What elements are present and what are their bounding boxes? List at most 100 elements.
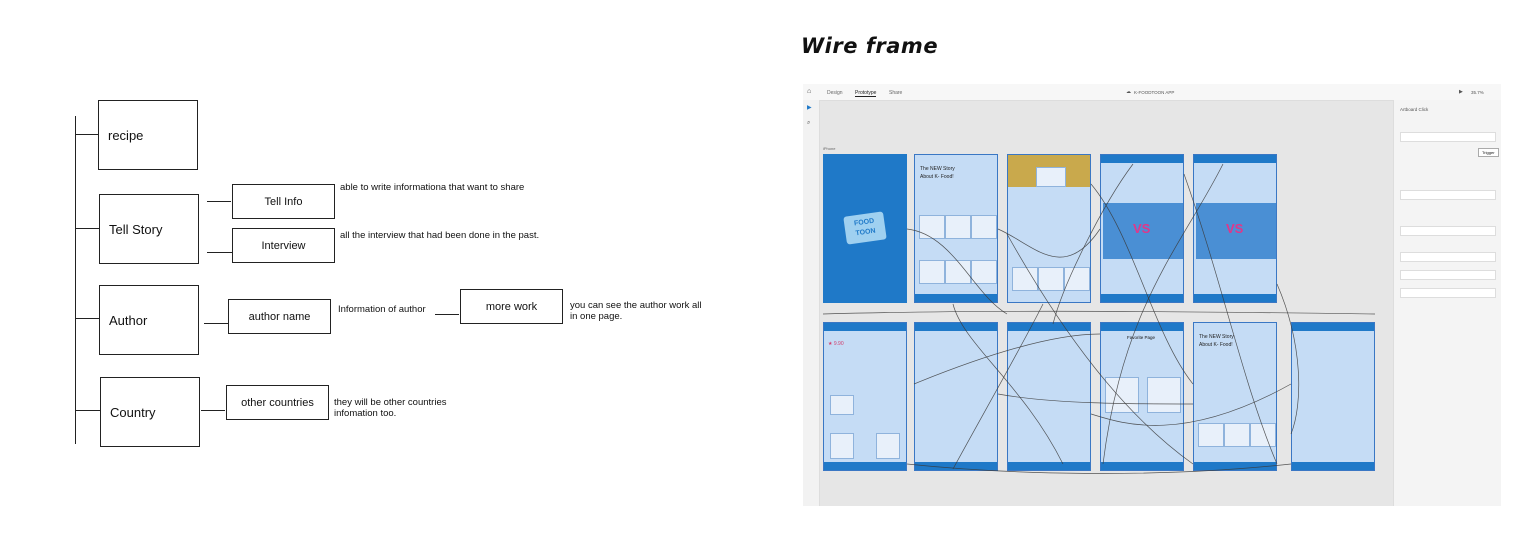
tab-design[interactable]: Design	[827, 90, 843, 96]
connector-country	[76, 410, 100, 411]
thumbnail[interactable]	[876, 433, 900, 459]
more-work-note-line-1: you can see the author work all	[570, 300, 702, 311]
artboard-footer	[1101, 462, 1183, 470]
artboard-footer	[915, 462, 997, 470]
duration-select[interactable]	[1400, 288, 1496, 298]
tab-share[interactable]: Share	[889, 90, 903, 96]
story-title: The NEW Story About K- Food!	[1199, 333, 1234, 349]
prototype-wires	[822, 163, 1376, 474]
thumbnail[interactable]	[830, 433, 854, 459]
cloud-icon: ☁	[1126, 89, 1131, 95]
artboard-label: iPhone	[823, 146, 836, 151]
connector-author	[76, 318, 99, 319]
node-tell-story-label: Tell Story	[109, 221, 163, 237]
destination-select[interactable]	[1400, 226, 1496, 236]
tab-prototype[interactable]: Prototype	[855, 90, 877, 97]
node-tell-info: Tell Info	[232, 184, 335, 219]
node-country: Country	[100, 377, 200, 447]
thumbnail[interactable]	[945, 215, 971, 239]
node-tell-story: Tell Story	[99, 194, 199, 264]
node-more-work-label: more work	[485, 300, 538, 313]
connector-tell-info	[207, 201, 231, 202]
thumbnail	[1036, 167, 1066, 187]
artboard-header	[915, 323, 997, 331]
rating-text: ★ 9.90	[828, 341, 844, 347]
vs-illustration	[1103, 203, 1183, 259]
artboard-header	[1008, 323, 1090, 331]
story-title-line-1: The NEW Story	[920, 166, 955, 172]
wire	[1090, 383, 1292, 426]
thumbnail[interactable]	[919, 260, 945, 284]
artboard-home[interactable]: The NEW Story About K- Food!	[914, 154, 998, 303]
connector-recipe	[76, 134, 98, 135]
panel-title: Artboard Click	[1400, 107, 1429, 112]
trigger-select[interactable]	[1400, 132, 1496, 142]
node-other-countries: other countries	[226, 385, 329, 420]
vs-text: VS	[1226, 221, 1244, 236]
thumbnail[interactable]	[1147, 377, 1181, 413]
more-work-note: you can see the author work all in one p…	[570, 300, 702, 322]
other-countries-note-line-1: they will be other countries	[334, 397, 447, 408]
animation-select[interactable]	[1400, 252, 1496, 262]
thumbnail[interactable]	[830, 395, 854, 415]
connector-more-work	[435, 314, 459, 315]
easing-select[interactable]	[1400, 270, 1496, 280]
node-recipe: recipe	[98, 100, 198, 170]
favorite-page-title: Favorite Page	[1127, 335, 1156, 340]
artboard-vs-2[interactable]: VS	[1193, 154, 1277, 303]
wire	[913, 333, 1101, 385]
thumbnail[interactable]	[945, 260, 971, 284]
artboard-home-2[interactable]: The NEW Story About K- Food!	[1193, 322, 1277, 471]
thumbnail[interactable]	[919, 215, 945, 239]
thumbnail[interactable]	[1105, 377, 1139, 413]
artboard-splash[interactable]: FOOD TOON	[823, 154, 907, 303]
thumbnail[interactable]	[971, 260, 997, 284]
artboard-list-1[interactable]	[914, 322, 998, 471]
artboard-header	[1194, 155, 1276, 163]
artboard-header	[1101, 155, 1183, 163]
artboard-footer	[1194, 462, 1276, 470]
artboard-footer	[915, 294, 997, 302]
zoom-icon[interactable]: ⌕	[807, 120, 811, 126]
thumbnail[interactable]	[971, 215, 997, 239]
wire	[906, 228, 1008, 315]
wireframe-toolbar: ⌂ Design Prototype Share ☁ K-FOODTOON AP…	[803, 84, 1501, 101]
play-icon[interactable]: ▶	[1459, 89, 1463, 95]
thumbnail[interactable]	[1064, 267, 1090, 291]
tell-info-note: able to write informationa that want to …	[340, 182, 525, 193]
author-info-note: Information of author	[338, 304, 426, 315]
vs-illustration	[1196, 203, 1276, 259]
connector-tell-story	[76, 228, 99, 229]
wire	[1052, 163, 1134, 325]
thumbnail[interactable]	[1198, 423, 1224, 447]
node-author-name-label: author name	[248, 310, 311, 323]
home-icon[interactable]: ⌂	[807, 88, 812, 95]
wireframe-properties-panel: Artboard Click Trigger	[1393, 100, 1501, 506]
node-tell-info-label: Tell Info	[264, 195, 303, 208]
select-arrow-icon[interactable]: ▶	[807, 105, 812, 111]
document-name[interactable]: K-FOODTOON APP	[1134, 90, 1175, 95]
artboard-header	[1101, 323, 1183, 331]
trigger-tooltip: Trigger	[1478, 148, 1499, 157]
thumbnail[interactable]	[1038, 267, 1064, 291]
thumbnail[interactable]	[1224, 423, 1250, 447]
artboard-author[interactable]: ★ 9.90	[823, 322, 907, 471]
vs-text: VS	[1133, 221, 1151, 236]
zoom-level[interactable]: 35.7%	[1471, 90, 1484, 95]
artboard-menu[interactable]	[1291, 322, 1375, 471]
artboard-vs-1[interactable]: VS	[1100, 154, 1184, 303]
wire	[1183, 173, 1278, 465]
wire	[952, 303, 1044, 470]
other-countries-note: they will be other countries infomation …	[334, 397, 446, 419]
type-select[interactable]	[1400, 190, 1496, 200]
artboard-recipe[interactable]	[1007, 154, 1091, 303]
connector-other-countries	[201, 410, 225, 411]
interview-note: all the interview that had been done in …	[340, 230, 540, 241]
other-countries-note-line-2: infomation too.	[334, 408, 397, 419]
wire	[1006, 233, 1194, 465]
artboard-footer	[1008, 462, 1090, 470]
story-title-line-1: The NEW Story	[1199, 334, 1234, 340]
thumbnail[interactable]	[1250, 423, 1276, 447]
wireframe-title: Wire frame	[801, 34, 939, 58]
node-country-label: Country	[110, 404, 156, 420]
